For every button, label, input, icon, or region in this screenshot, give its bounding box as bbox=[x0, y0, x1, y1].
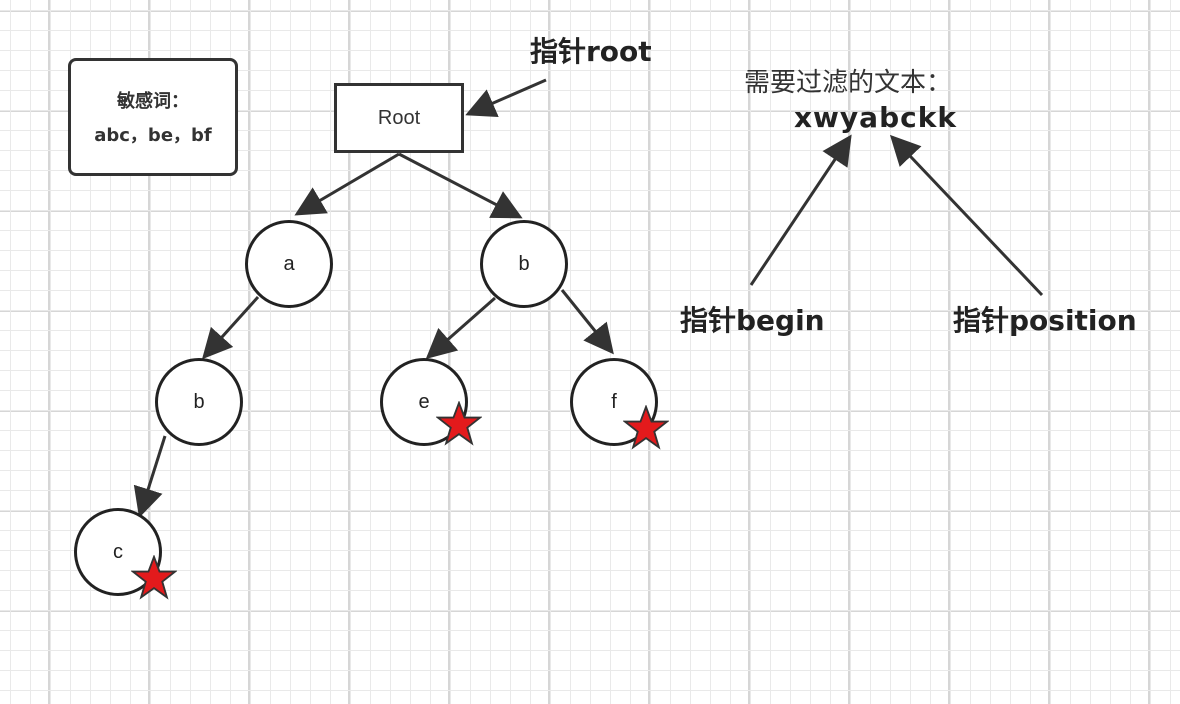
trie-node-a: a bbox=[245, 220, 333, 308]
text-string: xwyabckk bbox=[794, 101, 957, 134]
arrow-root-pointer bbox=[465, 78, 547, 117]
star-icon bbox=[436, 401, 482, 446]
text-title: 需要过滤的文本： bbox=[744, 68, 953, 98]
keywords-list: abc，be，bf bbox=[94, 125, 212, 146]
pointer-position-label: 指针position bbox=[953, 304, 1137, 337]
edge-a-b bbox=[201, 295, 260, 360]
trie-node-b: b bbox=[480, 220, 568, 308]
pointer-root-label: 指针root bbox=[530, 35, 652, 68]
star-icon bbox=[131, 555, 177, 600]
edge-b-f bbox=[560, 289, 614, 355]
star-icon bbox=[623, 405, 669, 450]
pointer-begin-label: 指针begin bbox=[680, 304, 825, 337]
root-node: Root bbox=[334, 83, 464, 153]
edge-b-c bbox=[133, 435, 167, 518]
trie-node-b-child: b bbox=[155, 358, 243, 446]
keywords-title: 敏感词： bbox=[117, 91, 189, 112]
arrow-position-pointer bbox=[889, 134, 1044, 297]
arrow-begin-pointer bbox=[749, 134, 852, 286]
edge-root-b bbox=[398, 152, 523, 219]
edge-b-e bbox=[425, 296, 496, 359]
edge-root-a bbox=[294, 152, 400, 216]
keywords-box: 敏感词： abc，be，bf bbox=[68, 58, 238, 176]
